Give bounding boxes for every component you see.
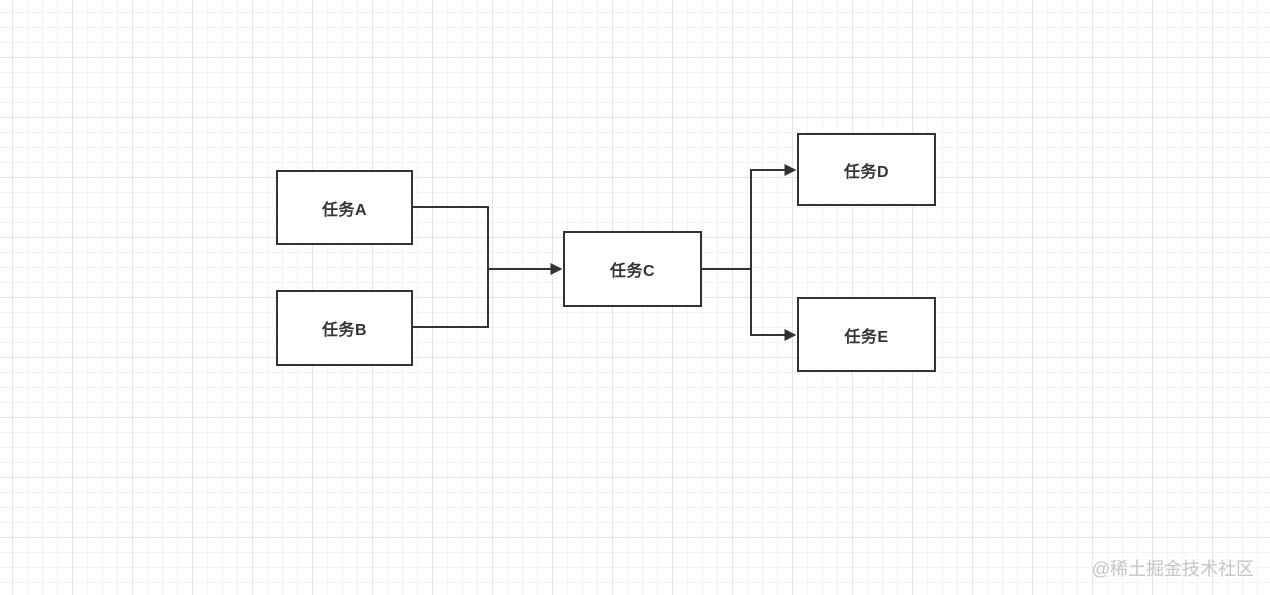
edge-task-a-to-task-c [413, 206, 563, 275]
node-task-b[interactable]: 任务B [276, 290, 413, 366]
node-task-d-label: 任务D [843, 163, 890, 181]
node-task-a[interactable]: 任务A [276, 170, 413, 245]
edge-task-c-to-task-d [702, 164, 797, 270]
node-task-e[interactable]: 任务E [797, 297, 936, 372]
node-task-c[interactable]: 任务C [563, 231, 702, 307]
node-task-c-label: 任务C [609, 263, 656, 280]
node-task-b-label: 任务B [321, 322, 368, 339]
edge-task-c-to-task-e [750, 269, 797, 341]
node-task-d[interactable]: 任务D [797, 133, 936, 206]
edge-task-b-to-task-c [413, 269, 489, 328]
node-task-a-label: 任务A [321, 201, 368, 219]
watermark-text: @稀土掘金技术社区 [1091, 559, 1254, 579]
node-task-e-label: 任务E [844, 328, 889, 346]
